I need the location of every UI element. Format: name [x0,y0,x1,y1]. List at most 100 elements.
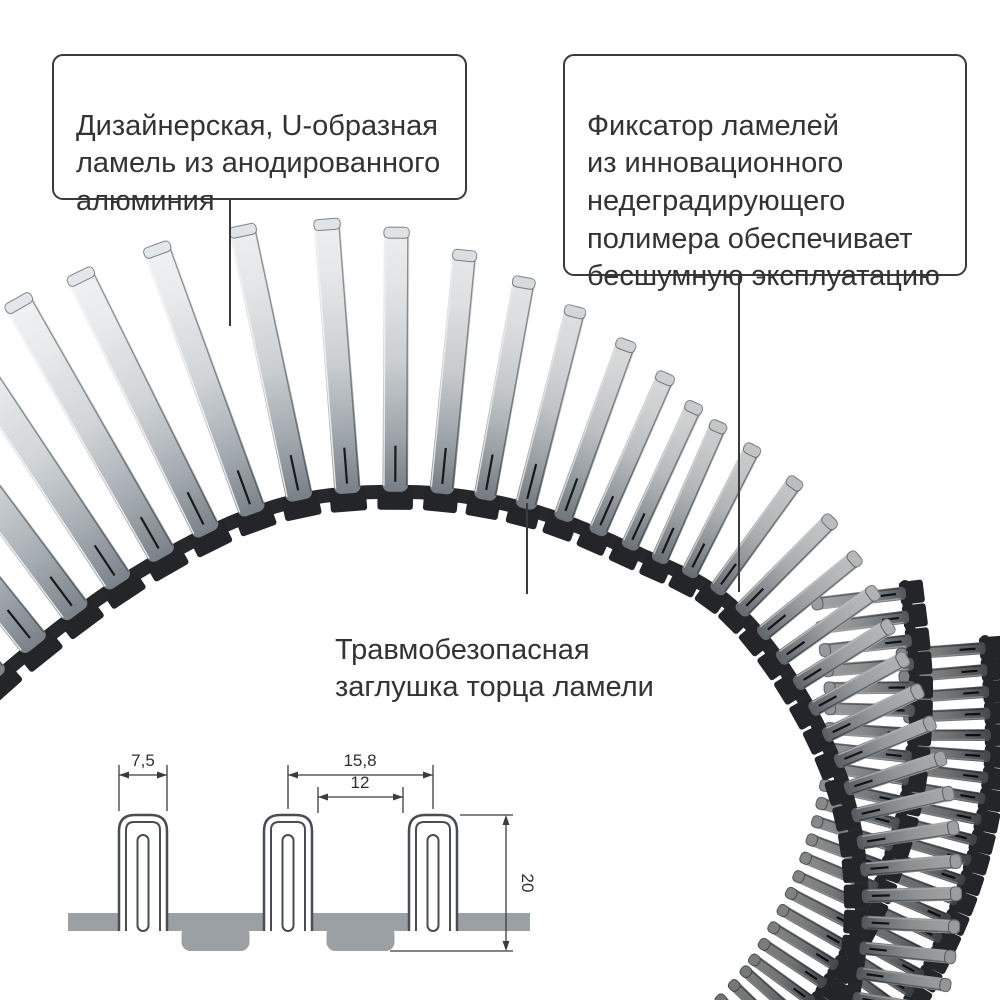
lamella-fixator-nub [841,857,868,884]
lamella-end-cap [66,266,96,287]
lamella-end-cap [880,618,896,636]
lamella-fixator-nub [377,485,414,510]
lamella-body [621,400,703,551]
lamella-fixator-nub [904,627,931,653]
lamella-slot [802,667,822,681]
lamella-slot [964,712,981,716]
lamella-end-cap [910,683,925,701]
lamella-fixator-nub [901,603,928,629]
lamella-fixator-nub [843,909,869,935]
lamella [0,324,146,609]
lamella-end-cap [922,715,937,733]
lamella-slot [186,491,205,526]
lamella-body [554,338,636,522]
lamella-fixator-nub [843,884,869,909]
lamella-end-cap [655,370,676,387]
lamella-end-cap [865,584,881,602]
dim-height-value: 20 [518,874,537,893]
lamella-end-cap [511,275,536,290]
lamella-slot [485,454,494,491]
lamella-end-cap [4,292,34,314]
lamella [608,399,704,571]
lamella [789,651,911,730]
lamella-fixator-nub [982,679,1000,703]
lamella-end-cap [949,853,962,870]
lamella-profiles [117,813,459,932]
lamella-fixator-nub [984,724,1000,746]
lamella-slot [691,543,706,568]
lamella-end-cap [947,919,961,935]
lamella-fixator-nub [101,568,146,609]
lamella-slot [804,970,818,981]
callout-fixator: Фиксатор ламелей из инновационного недег… [563,54,967,292]
lamella [718,513,839,634]
lamella-end-cap [941,785,955,802]
lamella-end-cap [949,886,963,902]
lamella-end-cap [810,815,824,829]
lamella-end-cap [684,399,704,416]
lamella-fixator-nub [144,543,189,582]
lamella-fixator-nub [981,766,1000,791]
dim-height: 20 [390,814,537,952]
lamella-slot [661,527,675,554]
lamella-body [833,716,937,769]
lamella [0,392,63,672]
lamella-fixator-nub [833,983,861,1000]
lamella-body [821,684,924,742]
lamella-body [784,887,860,933]
lamella-slot [832,722,851,734]
lamella-fixator-nub [983,745,1000,769]
dim-lamella-width: 7,5 [118,751,168,811]
lamella [465,275,536,520]
lamella-slot [139,516,160,549]
lamella [377,226,414,510]
lamella-slot [861,808,881,815]
lamella-slot [289,454,300,491]
lamella-fixator-nub [0,662,23,707]
lamella-slot [878,592,897,598]
lamella-fixator-nub [983,701,1000,725]
lamella-end-cap [143,240,172,259]
lamella-fixator-nub [17,629,63,672]
lamella-end-cap [784,886,798,901]
dim-lamella-width-value: 7,5 [131,751,155,770]
lamella-body [515,305,586,510]
lamella [639,419,728,584]
lamella [824,750,948,806]
lamella-slot [236,470,252,505]
lamella-fixator-nub [188,520,233,558]
lamella-body [229,223,313,502]
lamella-end-cap [313,217,341,232]
lamella-slot [745,587,765,607]
lamella-body [860,854,962,877]
lamella-slot [93,544,116,577]
lamella-end-cap [805,833,819,847]
lamella-body [0,359,88,621]
lamella [814,715,937,781]
lamella-slot [826,934,840,944]
lamella [837,820,960,858]
lamella-end-cap [615,337,637,354]
lamella-body [856,966,952,992]
callout-lamella-text: Дизайнерская, U-образная ламель из аноди… [76,109,441,218]
lamella-slot [599,495,615,526]
lamella-fixator-nub [907,651,933,676]
lamella [0,432,23,707]
lamella-slot [564,478,579,512]
lamella-end-cap [815,796,829,811]
lamella-end-cap [785,475,804,492]
lamella-end-cap [792,870,806,884]
lamella [739,965,802,1000]
lamella-end-cap [818,642,832,657]
lamella-body [710,476,803,596]
lamella-end-cap [563,304,587,320]
lamella [542,337,637,542]
lamella-end-cap [821,513,839,531]
lamella-slot [869,947,887,952]
lamella-end-cap [933,750,948,767]
lamella-body [776,904,850,952]
lamella [757,937,846,1000]
label-endcap-text: Травмобезопасная заглушка торца ламели [335,633,654,704]
lamella [841,853,962,884]
